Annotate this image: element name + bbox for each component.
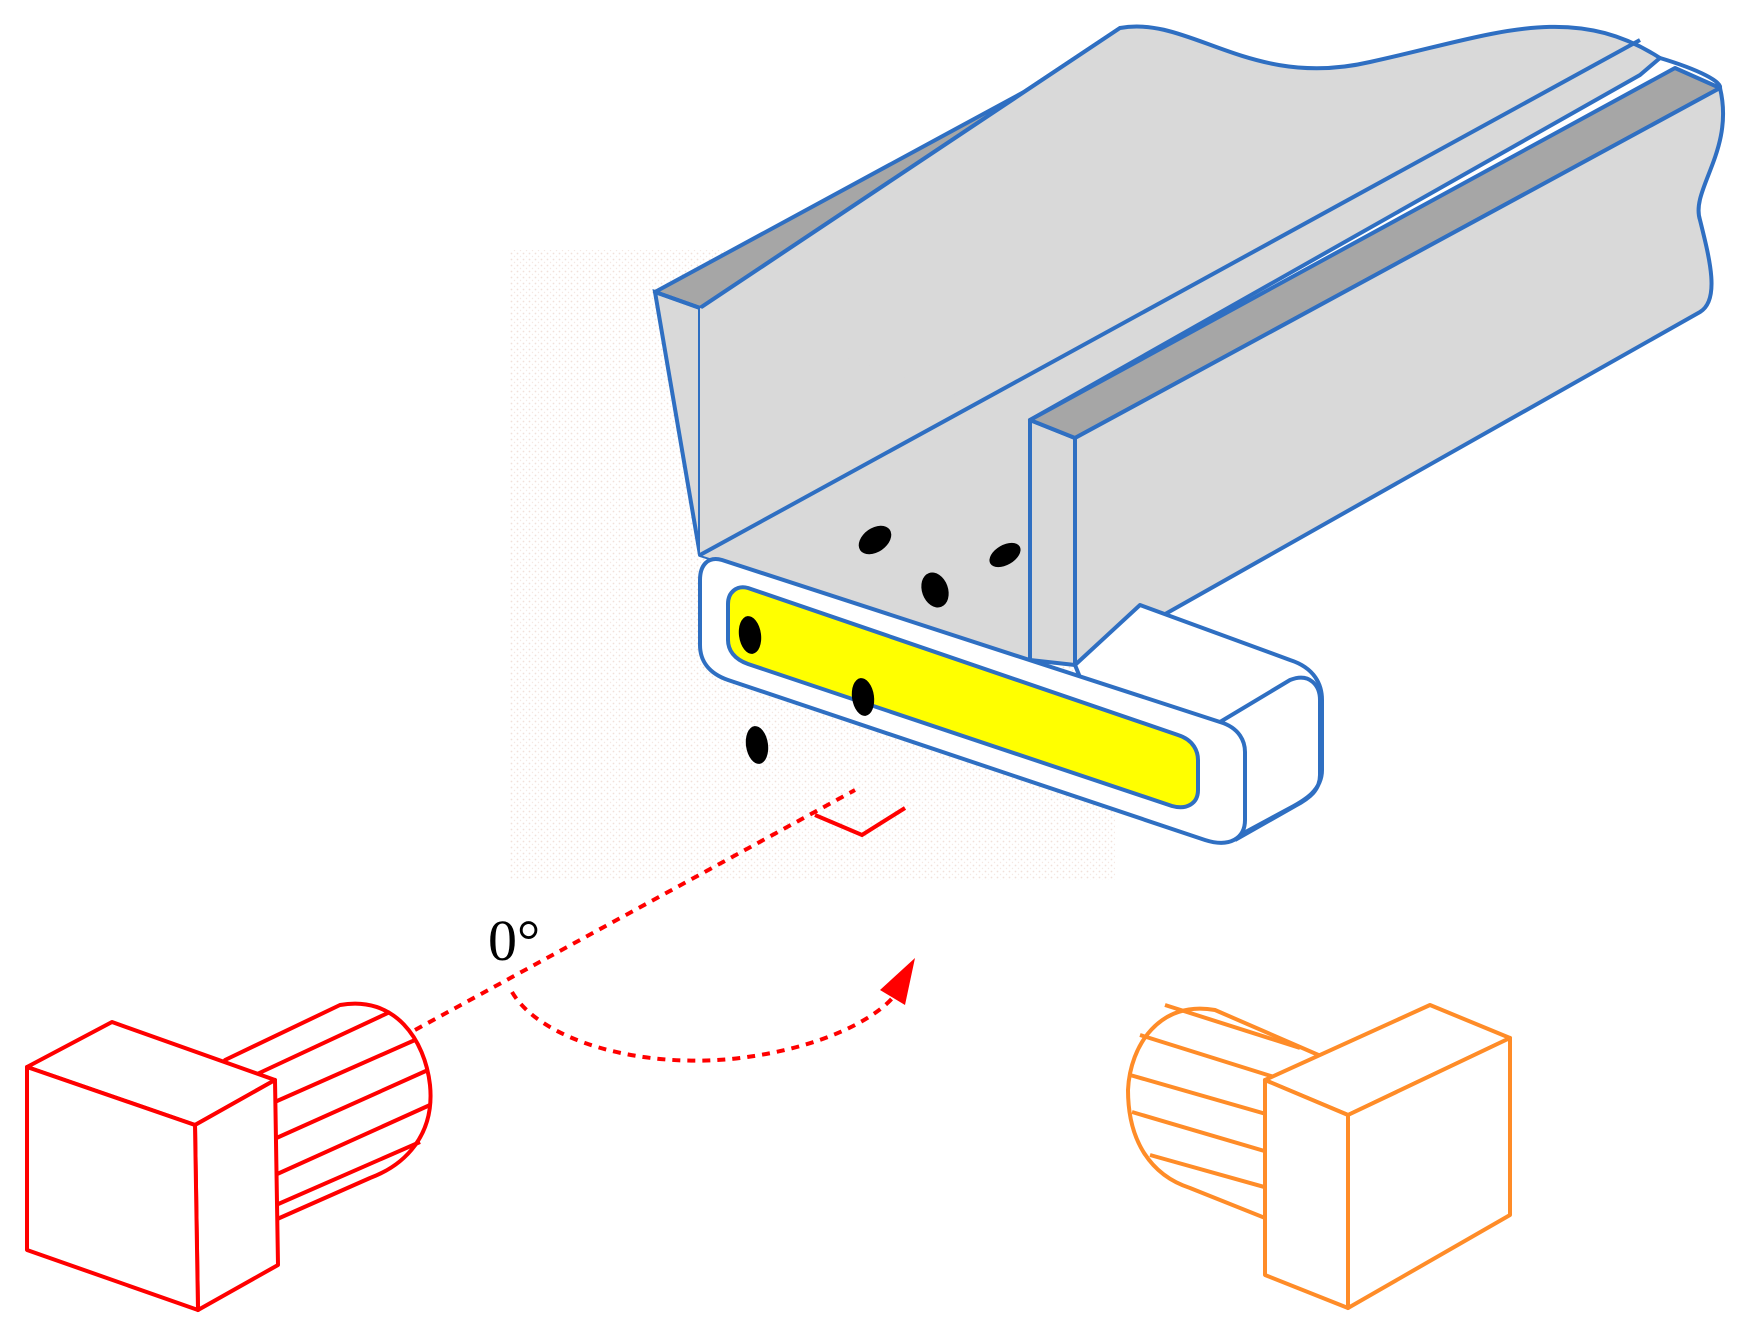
angle-label: 0° <box>488 908 540 973</box>
optical-axis: 0° <box>414 788 915 1063</box>
inner-fold-line <box>699 38 1641 557</box>
left-flange-edge <box>654 290 701 310</box>
camera-icon <box>25 1001 433 1312</box>
defect-5 <box>851 678 875 716</box>
slot-bar-end-face <box>1218 675 1322 842</box>
defect-4 <box>738 616 762 654</box>
slot-bar <box>698 557 1324 845</box>
defect-6 <box>745 726 769 764</box>
camera-icon <box>1126 1003 1512 1310</box>
defect-3 <box>989 542 1021 568</box>
camera-body-front <box>25 1065 200 1312</box>
rotation-arc <box>510 990 897 1063</box>
defects <box>738 525 1021 764</box>
left-wall-front <box>700 308 1030 660</box>
right-wall-face <box>1028 418 1077 667</box>
curved-arrow-icon <box>880 958 915 1005</box>
channel-profile <box>652 24 1726 667</box>
camera-body-front-right <box>1263 1078 1350 1310</box>
defect-2 <box>921 572 949 608</box>
break-edge <box>1659 56 1722 89</box>
right-angle-mark <box>814 806 907 838</box>
slot-opening <box>726 585 1200 810</box>
defect-1 <box>858 525 892 555</box>
channel-side-face <box>1073 86 1726 667</box>
